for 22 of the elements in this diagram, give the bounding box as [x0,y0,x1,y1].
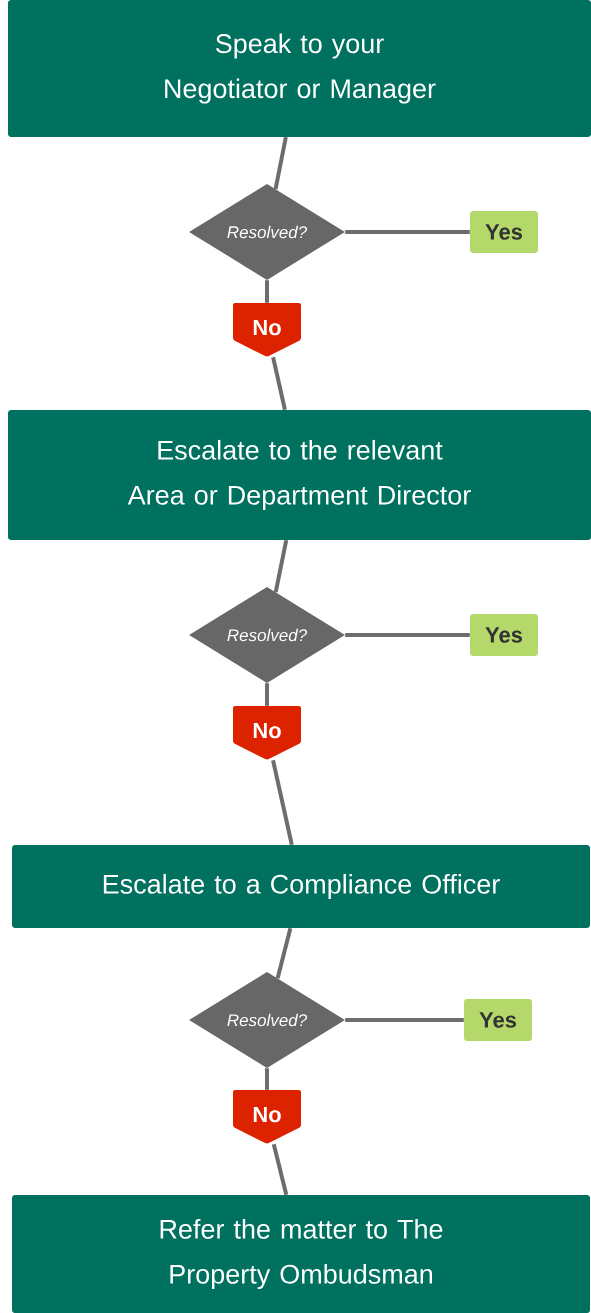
connector-line [273,539,289,593]
connector-line [271,1143,289,1196]
connector-line [271,759,294,846]
step-box: Escalate to the relevant Area or Department Director [8,410,591,540]
step-box: Speak to your Negotiator or Manager [8,0,591,137]
no-tag: No [233,1090,301,1144]
step-box: Refer the matter to The Property Ombudsman [12,1195,590,1313]
connector-line [273,136,288,190]
connector-line [345,230,470,234]
yes-tag: Yes [470,614,538,656]
connector-line [345,633,470,637]
yes-tag: Yes [470,211,538,253]
connector-line [265,280,269,303]
yes-tag: Yes [464,999,532,1041]
connector-line [265,1068,269,1090]
no-tag: No [233,303,301,357]
connector-line [275,927,293,979]
no-tag: No [233,706,301,760]
connector-line [265,683,269,706]
connector-line [271,356,287,411]
step-box: Escalate to a Compliance Officer [12,845,590,928]
connector-line [345,1018,464,1022]
